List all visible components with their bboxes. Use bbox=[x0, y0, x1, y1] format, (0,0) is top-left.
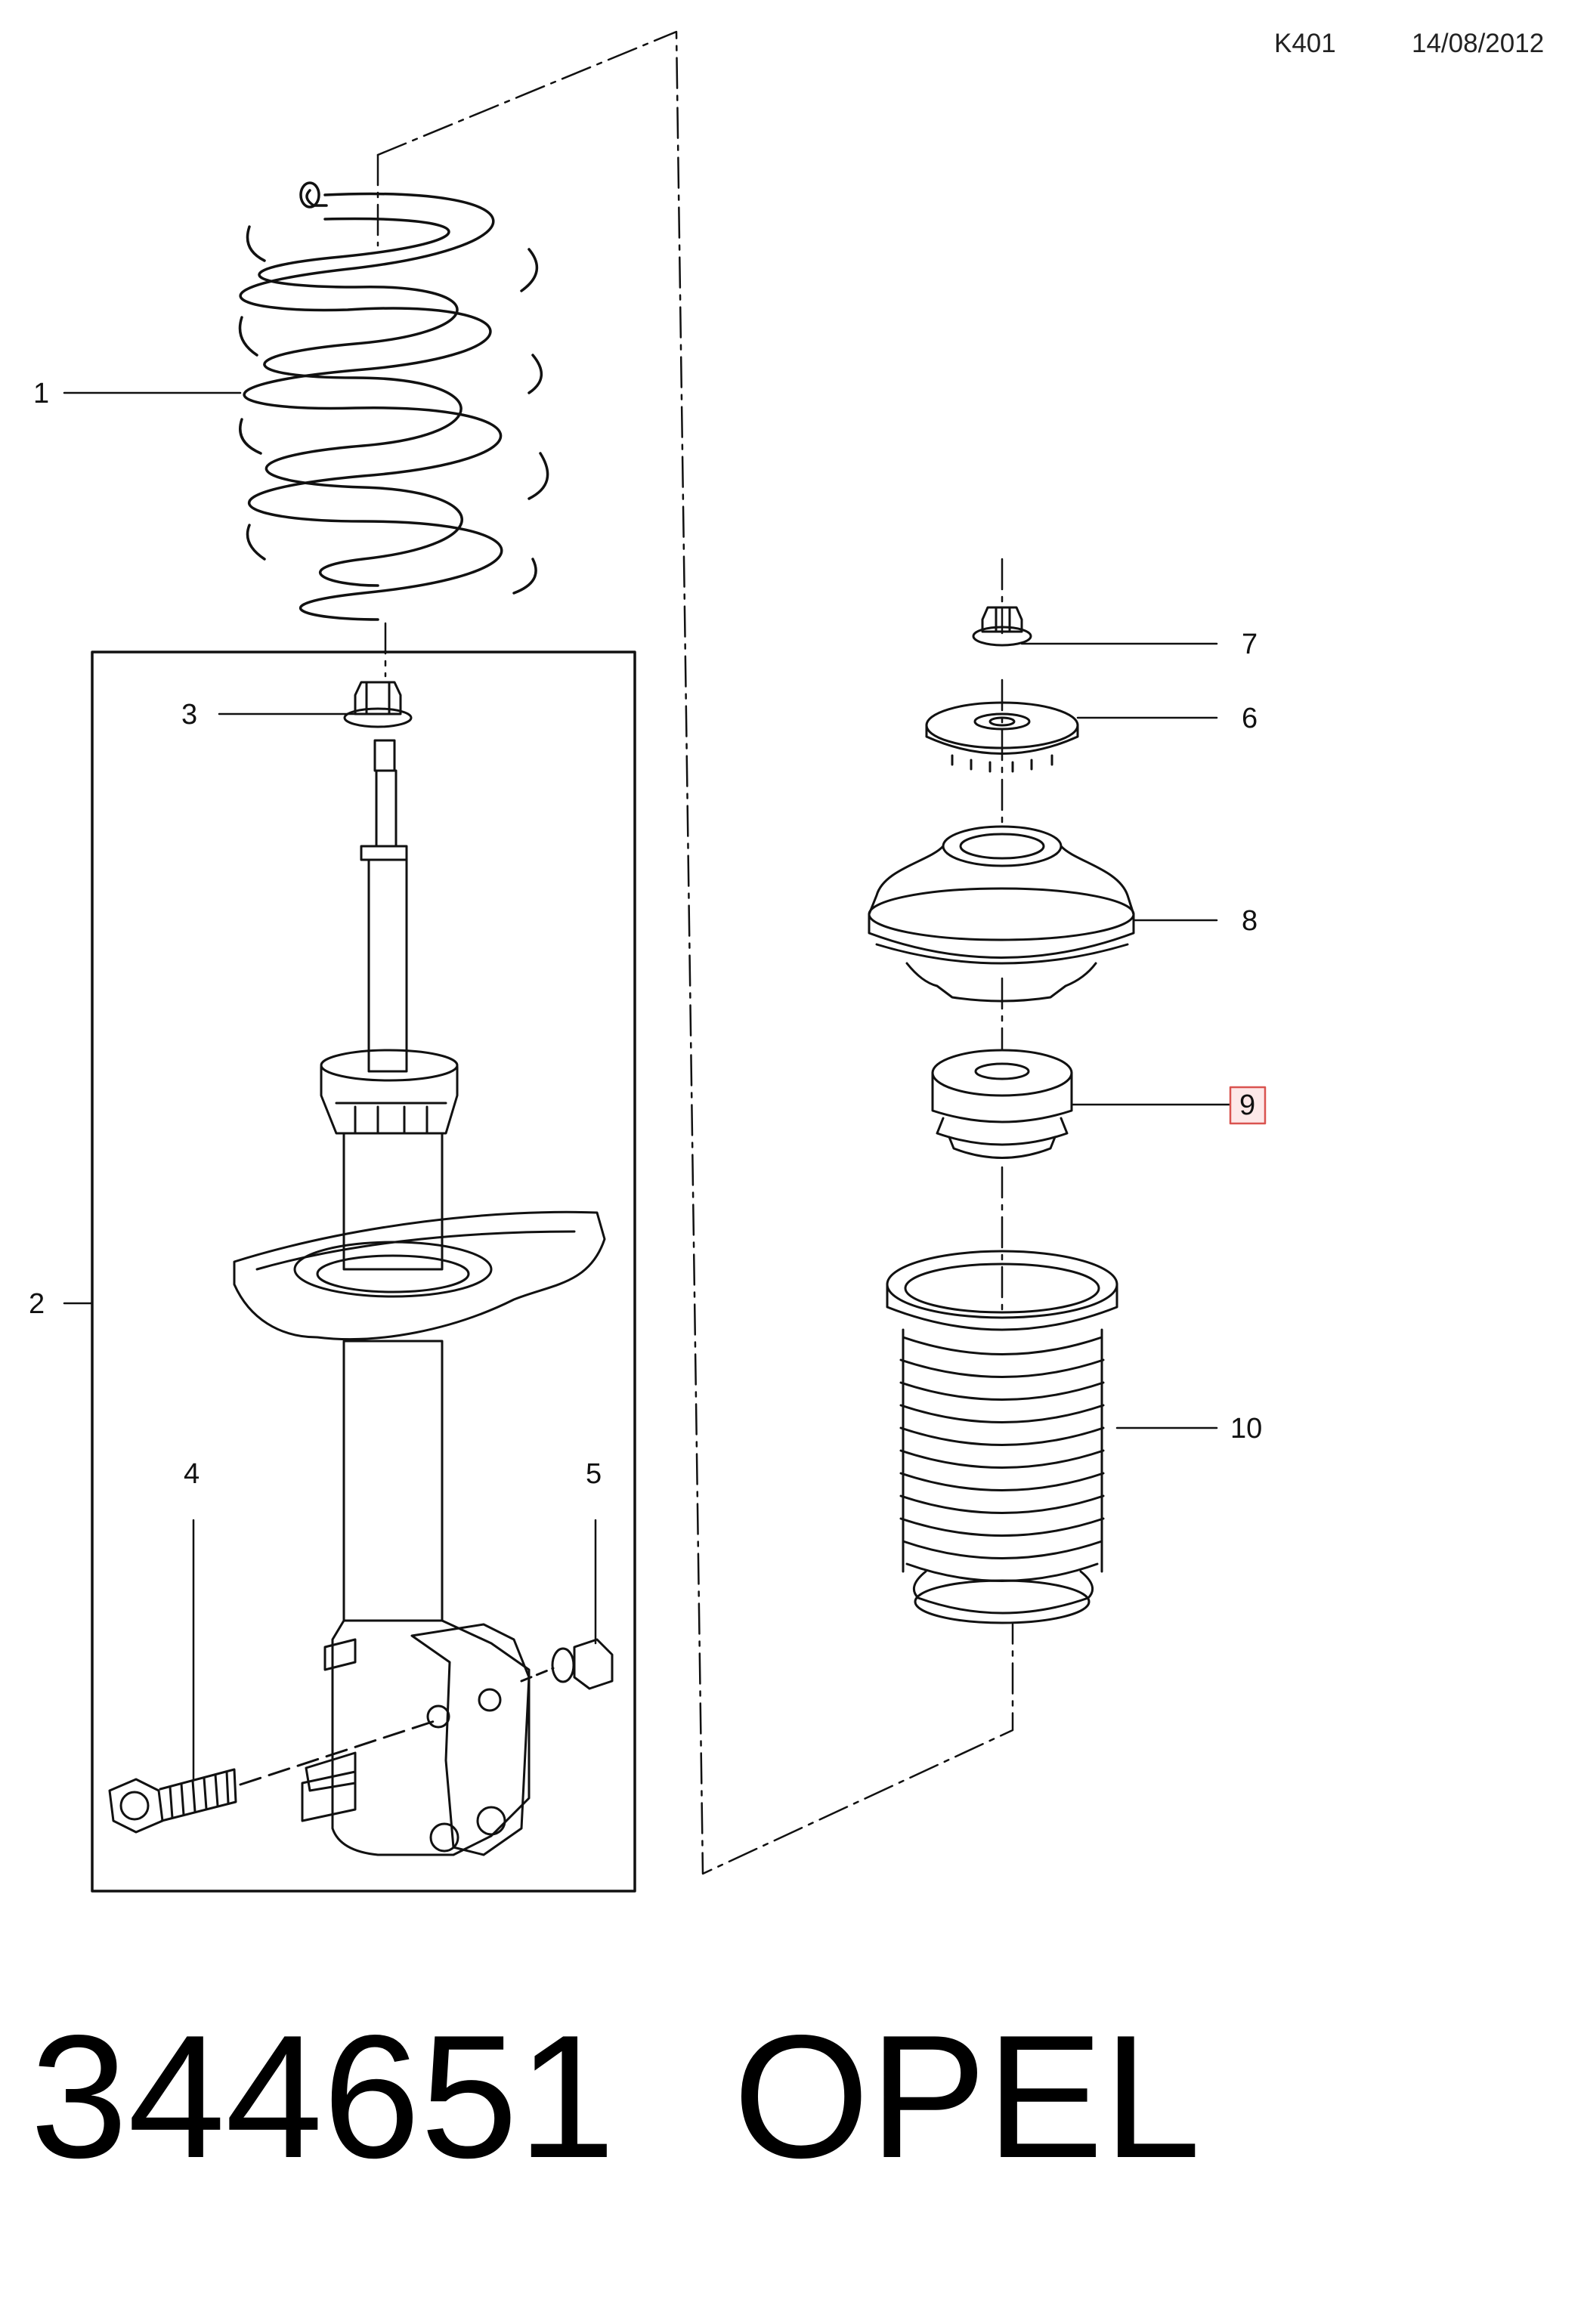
callout-8: 8 bbox=[1242, 905, 1258, 937]
top-mount-plate bbox=[925, 701, 1079, 773]
strut-top-nut bbox=[343, 681, 413, 728]
callout-7: 7 bbox=[1242, 629, 1258, 660]
diagram-date: 14/08/2012 bbox=[1412, 29, 1545, 58]
callout-3: 3 bbox=[181, 699, 197, 731]
brand-name: OPEL bbox=[733, 1999, 1201, 2195]
strut-assembly-frame bbox=[91, 651, 636, 1893]
assembly-guide-line bbox=[376, 30, 1014, 1875]
bump-stop bbox=[931, 1049, 1073, 1159]
callout-9: 9 bbox=[1239, 1089, 1255, 1121]
strut-top-mount bbox=[868, 825, 1135, 1003]
callout-1: 1 bbox=[33, 378, 49, 409]
protective-boot bbox=[886, 1250, 1118, 1624]
coil-spring bbox=[238, 181, 549, 621]
callout-10: 10 bbox=[1230, 1413, 1262, 1445]
callout-5: 5 bbox=[586, 1458, 602, 1490]
diagram-code: K401 bbox=[1274, 29, 1336, 58]
callout-9-highlight bbox=[1229, 1086, 1267, 1125]
part-number: 344651 bbox=[30, 1999, 616, 2195]
shock-absorber bbox=[233, 739, 606, 1856]
callout-leaders bbox=[63, 391, 1232, 1781]
callout-2: 2 bbox=[29, 1288, 45, 1320]
callout-6: 6 bbox=[1242, 703, 1258, 734]
top-mount-nut bbox=[972, 606, 1032, 647]
callout-4: 4 bbox=[184, 1458, 200, 1490]
strut-flange-nut bbox=[520, 1638, 614, 1690]
strut-bolt bbox=[108, 1720, 436, 1834]
